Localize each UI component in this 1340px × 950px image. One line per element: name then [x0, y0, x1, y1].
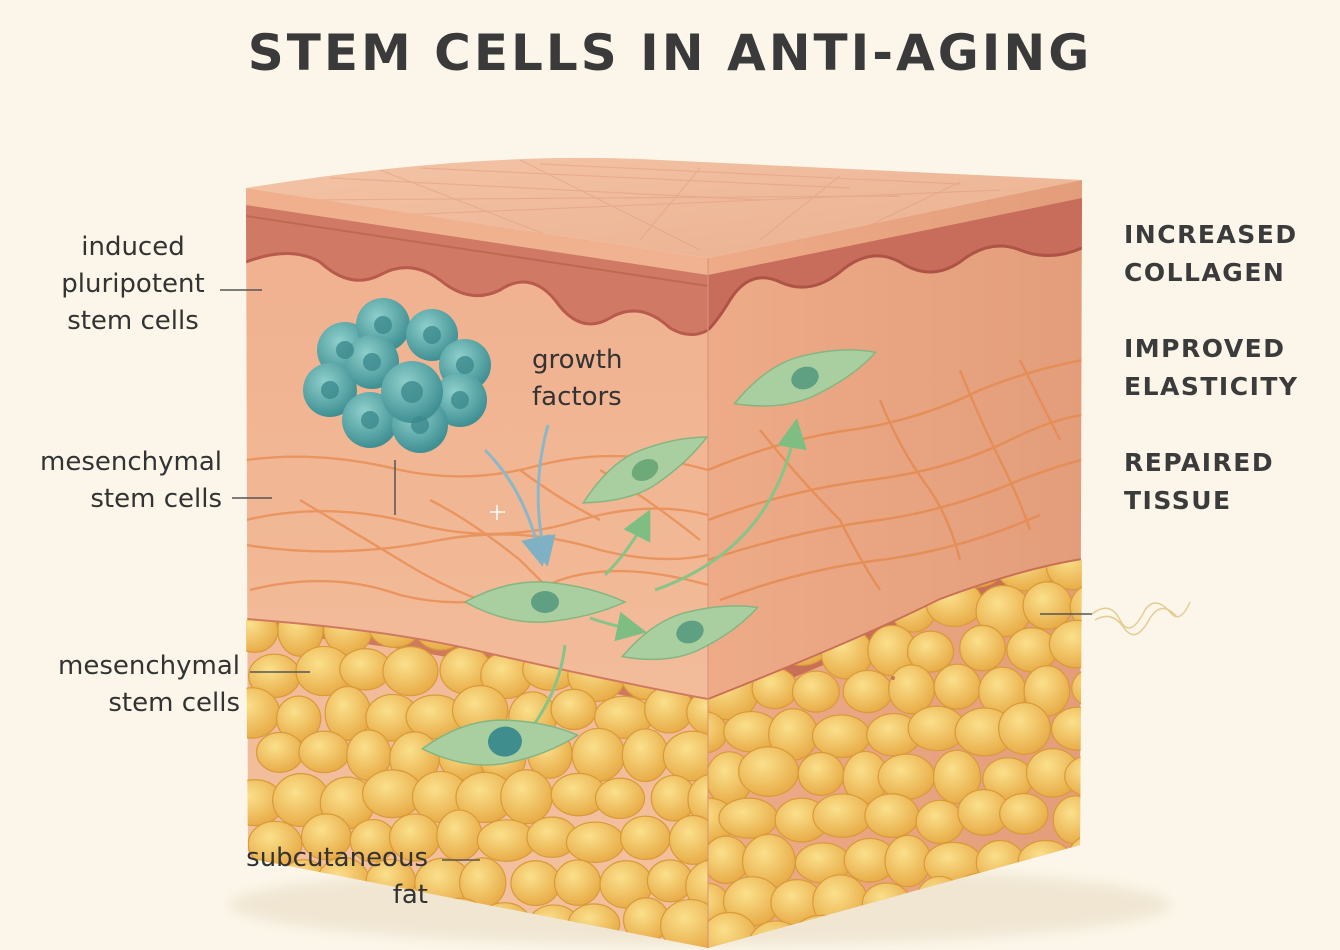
- fat-lobule-front-40: [621, 728, 669, 783]
- fat-lobule-front-61: [620, 815, 671, 861]
- ipsc-cluster: [303, 298, 491, 453]
- fat-lobule-front-14: [382, 645, 439, 697]
- fat-lobule-front-69: [510, 860, 561, 907]
- epidermis-band-front: [246, 205, 708, 335]
- fat-lobule-front-52: [687, 773, 708, 826]
- fat-lobule-side-62: [1052, 795, 1082, 845]
- marker-dot: [891, 676, 895, 680]
- label-subcutaneous-fat: subcutaneous fat: [246, 843, 428, 910]
- fat-lobule-front-62: [668, 814, 708, 865]
- fat-lobule-front-70: [553, 859, 602, 907]
- benefit-repaired-tissue: REPAIRED TISSUE: [1124, 448, 1275, 515]
- collagen-fibers-side: [708, 358, 1082, 602]
- fat-lobule-side-35: [1071, 667, 1082, 709]
- fat-lobule-side-46: [738, 746, 799, 797]
- label-ipsc: induced pluripotent stem cells: [61, 232, 205, 336]
- msc-cell-5: [420, 719, 580, 766]
- leader-lines: [220, 289, 1092, 861]
- fat-lobule-side-59: [915, 799, 965, 844]
- fat-lobule-front-33: [298, 730, 351, 774]
- growth-factor-arrows: [483, 424, 556, 567]
- fat-lobule-side-63: [708, 835, 750, 884]
- sparkle-icon: [490, 505, 505, 520]
- fat-lobule-side-53: [1064, 754, 1082, 797]
- fat-lobule-front-32: [255, 731, 304, 773]
- differentiation-arrows: [528, 418, 807, 731]
- fat-lobule-front-73: [685, 859, 708, 914]
- fat-lobule-front-28: [550, 688, 597, 731]
- fat-lobule-front-57: [436, 809, 483, 862]
- fat-lobule-side-70: [1017, 839, 1074, 883]
- fat-lobule-side-55: [718, 797, 779, 839]
- epidermis-band-side: [708, 198, 1082, 330]
- msc-cell-3: [463, 581, 627, 623]
- fat-lobule-side-30: [842, 669, 893, 714]
- fat-lobule-side-49: [877, 753, 936, 801]
- msc-cell-1: [581, 436, 709, 504]
- fat-lobule-side-39: [811, 714, 871, 759]
- skin-surface: [246, 157, 1082, 258]
- fat-lobule-side-32: [933, 663, 982, 710]
- benefit-improved-elasticity: IMPROVED ELASTICITY: [1124, 334, 1299, 401]
- fat-lobule-side-44: [1050, 706, 1082, 751]
- label-msc-lower: mesenchymal stem cells: [58, 651, 240, 718]
- fat-lobule-front-83: [660, 898, 708, 948]
- benefit-increased-collagen: INCREASED COLLAGEN: [1124, 220, 1298, 287]
- fat-lobule-front-31: [686, 689, 708, 736]
- fat-lobule-side-50: [932, 749, 982, 804]
- fat-lobule-front-60: [565, 821, 625, 864]
- label-msc-upper: mesenchymal stem cells: [40, 447, 222, 514]
- fat-lobule-side-57: [812, 793, 873, 838]
- fat-lobule-side-61: [999, 792, 1049, 835]
- fat-lobule-side-47: [797, 751, 845, 796]
- label-growth-factors: growth factors: [532, 345, 623, 412]
- fat-lobule-side-23: [906, 630, 955, 673]
- fat-lobule-side-17: [1069, 581, 1082, 633]
- dermis-fat-boundary-side: [708, 558, 1082, 712]
- skin-surface-texture: [299, 159, 1001, 251]
- msc-cell-4: [620, 605, 760, 661]
- fiber-strand-icon: [1091, 601, 1191, 636]
- page-title: STEM CELLS IN ANTI-AGING: [247, 24, 1093, 82]
- msc-cell-2: [733, 349, 877, 407]
- fat-lobule-side-29: [791, 670, 840, 713]
- fat-lobule-side-31: [888, 664, 936, 715]
- fat-lobule-side-16: [1022, 581, 1073, 630]
- fat-lobule-side-58: [864, 793, 920, 839]
- fat-lobule-front-48: [500, 769, 553, 825]
- fat-lobule-front-41: [662, 730, 708, 782]
- fat-lobule-side-26: [1048, 619, 1082, 669]
- fat-lobule-side-25: [1006, 627, 1058, 673]
- fat-lobule-side-71: [1066, 834, 1082, 887]
- fat-lobule-side-43: [998, 702, 1051, 755]
- fat-lobule-front-50: [594, 777, 646, 820]
- fat-lobule-side-24: [959, 624, 1006, 672]
